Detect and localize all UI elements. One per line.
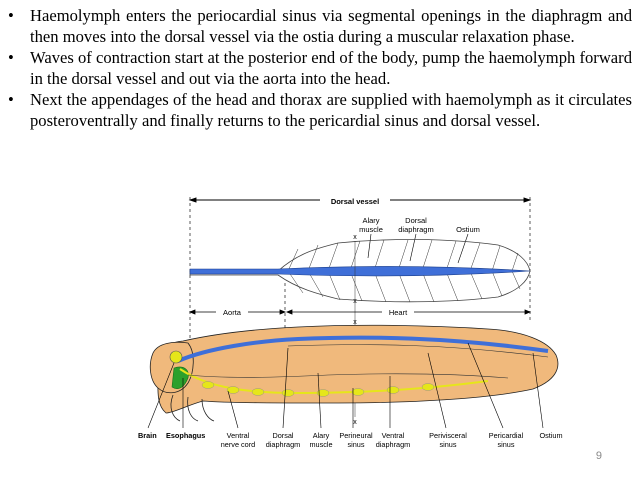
x-marker: x — [353, 234, 357, 241]
heart-label: Heart — [389, 308, 408, 317]
head — [149, 341, 194, 394]
alary-muscle-label-bottom: muscle — [309, 440, 332, 449]
perineural-sinus-label-top: Perineural — [339, 431, 373, 440]
alary-muscle-label-bottom: muscle — [359, 225, 383, 234]
dorsal-diaphragm-label-bottom: diaphragm — [398, 225, 433, 234]
ventral-diaphragm-label-top: Ventral — [382, 431, 405, 440]
ostium-label-bottom: Ostium — [539, 431, 562, 440]
bullet-text: Haemolymph enters the periocardial sinus… — [30, 6, 632, 46]
brain — [169, 350, 183, 364]
isolated-dorsal-vessel — [189, 239, 531, 303]
body-dorsal-vessel — [177, 335, 549, 363]
bullet-item: • Next the appendages of the head and tho… — [6, 90, 632, 131]
alary-muscle-label-top: Alary — [362, 216, 379, 225]
circulation-diagram: Dorsal vessel Alary muscle Dorsal diaphr… — [138, 197, 563, 449]
ventral-nerve-cord-label-top: Ventral — [227, 431, 250, 440]
bullet-symbol: • — [8, 6, 14, 25]
perivisceral-sinus-label-top: Perivisceral — [429, 431, 467, 440]
ventral-diaphragm-label-bottom: diaphragm — [376, 440, 410, 449]
dorsal-diaphragm-label-top: Dorsal — [405, 216, 427, 225]
perineural-sinus-label-bottom: sinus — [347, 440, 364, 449]
page-number: 9 — [595, 450, 602, 462]
ventral-nerve-cord-label-bottom: nerve cord — [221, 440, 255, 449]
ostium-label-top: Ostium — [456, 225, 480, 234]
alary-muscle-label-top: Alary — [313, 431, 330, 440]
bullet-item: • Haemolymph enters the periocardial sinu… — [6, 6, 632, 47]
dorsal-diaphragm-label-top: Dorsal — [272, 431, 293, 440]
esophagus-label: Esophagus — [166, 431, 205, 440]
brain-label: Brain — [138, 431, 157, 440]
bottom-labels: Brain Esophagus Ventral nerve cord Dorsa… — [138, 431, 563, 449]
bullet-symbol: • — [8, 90, 14, 109]
ganglia — [201, 381, 435, 397]
ventral-diaphragm-line — [187, 373, 509, 379]
bullet-item: • Waves of contraction start at the poste… — [6, 48, 632, 89]
bullet-symbol: • — [8, 48, 14, 67]
bullet-list: • Haemolymph enters the periocardial sinu… — [6, 6, 632, 132]
bottom-leader-lines — [147, 342, 544, 429]
dorsal-vessel-tube — [189, 266, 531, 277]
x-marker: x — [353, 419, 357, 426]
insect-body — [149, 324, 559, 422]
aorta-heart-span — [188, 309, 532, 315]
bullet-text: Next the appendages of the head and thor… — [30, 90, 632, 130]
pericardial-sinus-label-top: Pericardial — [489, 431, 524, 440]
pericardial-sinus-label-bottom: sinus — [497, 440, 514, 449]
dorsal-diaphragm-label-bottom: diaphragm — [266, 440, 300, 449]
aorta-label: Aorta — [223, 308, 242, 317]
legs — [170, 394, 215, 422]
guide-lines — [189, 197, 531, 348]
top-leader-lines — [367, 233, 469, 264]
dorsal-diaphragm-line — [287, 344, 549, 358]
alary-muscle-fibers — [287, 239, 521, 303]
perivisceral-sinus-label-bottom: sinus — [439, 440, 456, 449]
dorsal-vessel-label: Dorsal vessel — [331, 197, 379, 206]
bullet-text: Waves of contraction start at the poster… — [30, 48, 632, 88]
dorsal-vessel-span — [188, 197, 532, 203]
